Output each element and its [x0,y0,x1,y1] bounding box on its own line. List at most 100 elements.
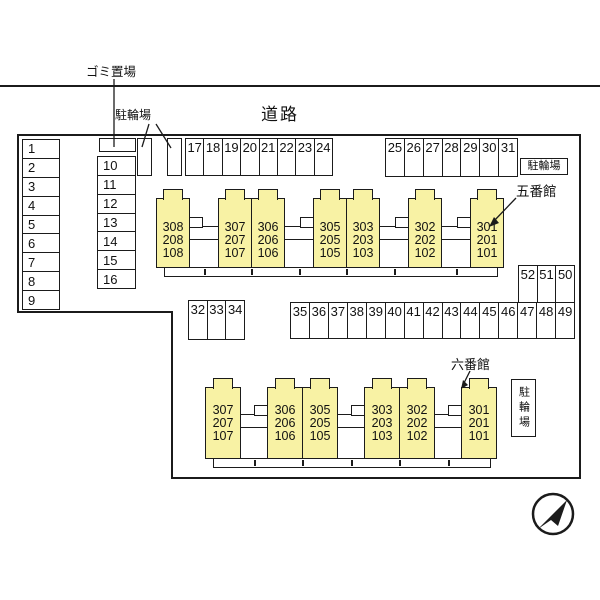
bicycle-slot-2 [167,138,182,176]
parking-space-3: 3 [22,177,60,197]
parking-space-39: 39 [366,302,386,339]
room-number: 102 [406,428,428,443]
room-number: 207 [212,415,234,430]
parking-space-50: 50 [556,265,576,303]
parking-space-27: 27 [423,138,443,177]
room-number: 203 [352,232,374,247]
b6-base-divider [302,460,304,466]
room-number: 307 [212,403,234,417]
parking-space-51: 51 [537,265,557,303]
room-number: 107 [212,428,234,443]
bicycle-parking-label-right: 駐輪場 [520,158,568,175]
parking-space-34: 34 [226,300,246,340]
b6-balcony-tab [213,378,233,389]
garbage-box [99,138,136,152]
parking-space-23: 23 [296,138,315,176]
parking-space-33: 33 [207,300,227,340]
room-number: 205 [309,415,331,430]
room-number: 203 [371,415,393,430]
b5-stair-connector [284,226,314,240]
parking-space-49: 49 [556,302,576,339]
room-number: 201 [468,415,490,430]
room-number: 201 [476,232,498,247]
parking-space-13: 13 [97,213,136,233]
parking-space-36: 36 [309,302,329,339]
room-number: 305 [309,403,331,417]
b5-base-divider [299,269,301,275]
parking-space-19: 19 [222,138,242,176]
room-number: 306 [274,403,296,417]
room-number: 202 [406,415,428,430]
parking-space-46: 46 [499,302,519,339]
parking-space-29: 29 [461,138,481,177]
room-number: 301 [468,403,490,417]
room-number: 308 [162,220,184,234]
room-number: 101 [476,245,498,260]
b5-base-strip [164,267,498,277]
parking-space-16: 16 [97,270,136,290]
parking-space-17: 17 [185,138,205,176]
bicycle-slot-1 [137,138,152,176]
b5-base-divider [204,269,206,275]
room-number: 208 [162,232,184,247]
parking-space-28: 28 [442,138,462,177]
b5-base-divider [346,269,348,275]
compass-icon [531,492,575,536]
b5-balcony-tab [225,189,245,200]
b6-stair-connector [337,414,365,428]
parking-space-21: 21 [259,138,278,176]
parking-space-6: 6 [22,234,60,254]
parking-space-41: 41 [404,302,424,339]
b5-stair-connector [441,226,471,240]
room-number: 302 [414,220,436,234]
room-number: 206 [274,415,296,430]
b5-stair-connector [189,226,219,240]
b5-base-divider [251,269,253,275]
parking-space-52: 52 [518,265,538,303]
b5-balcony-tab [415,189,435,200]
b5-balcony-tab [353,189,373,200]
parking-space-45: 45 [480,302,500,339]
b6-balcony-tab [275,378,295,389]
parking-space-43: 43 [442,302,462,339]
parking-space-26: 26 [404,138,424,177]
parking-space-5: 5 [22,215,60,235]
parking-space-47: 47 [518,302,538,339]
b6-balcony-tab [469,378,489,389]
parking-space-15: 15 [97,251,136,271]
parking-space-30: 30 [480,138,500,177]
b5-balcony-tab [320,189,340,200]
b6-base-divider [254,460,256,466]
parking-space-48: 48 [537,302,557,339]
b5-balcony-tab [163,189,183,200]
building5-label: 五番館 [516,184,557,199]
bicycle-parking-label-bottom: 駐輪場 [511,379,536,437]
parking-space-37: 37 [328,302,348,339]
room-number: 303 [371,403,393,417]
b6-base-divider [351,460,353,466]
parking-space-38: 38 [347,302,367,339]
parking-space-2: 2 [22,158,60,178]
parking-space-14: 14 [97,232,136,252]
b5-stair-connector [379,226,409,240]
b6-balcony-tab [407,378,427,389]
room-number: 206 [257,232,279,247]
room-number: 108 [162,245,184,260]
b6-balcony-tab [372,378,392,389]
parking-space-4: 4 [22,196,60,216]
parking-space-31: 31 [499,138,519,177]
